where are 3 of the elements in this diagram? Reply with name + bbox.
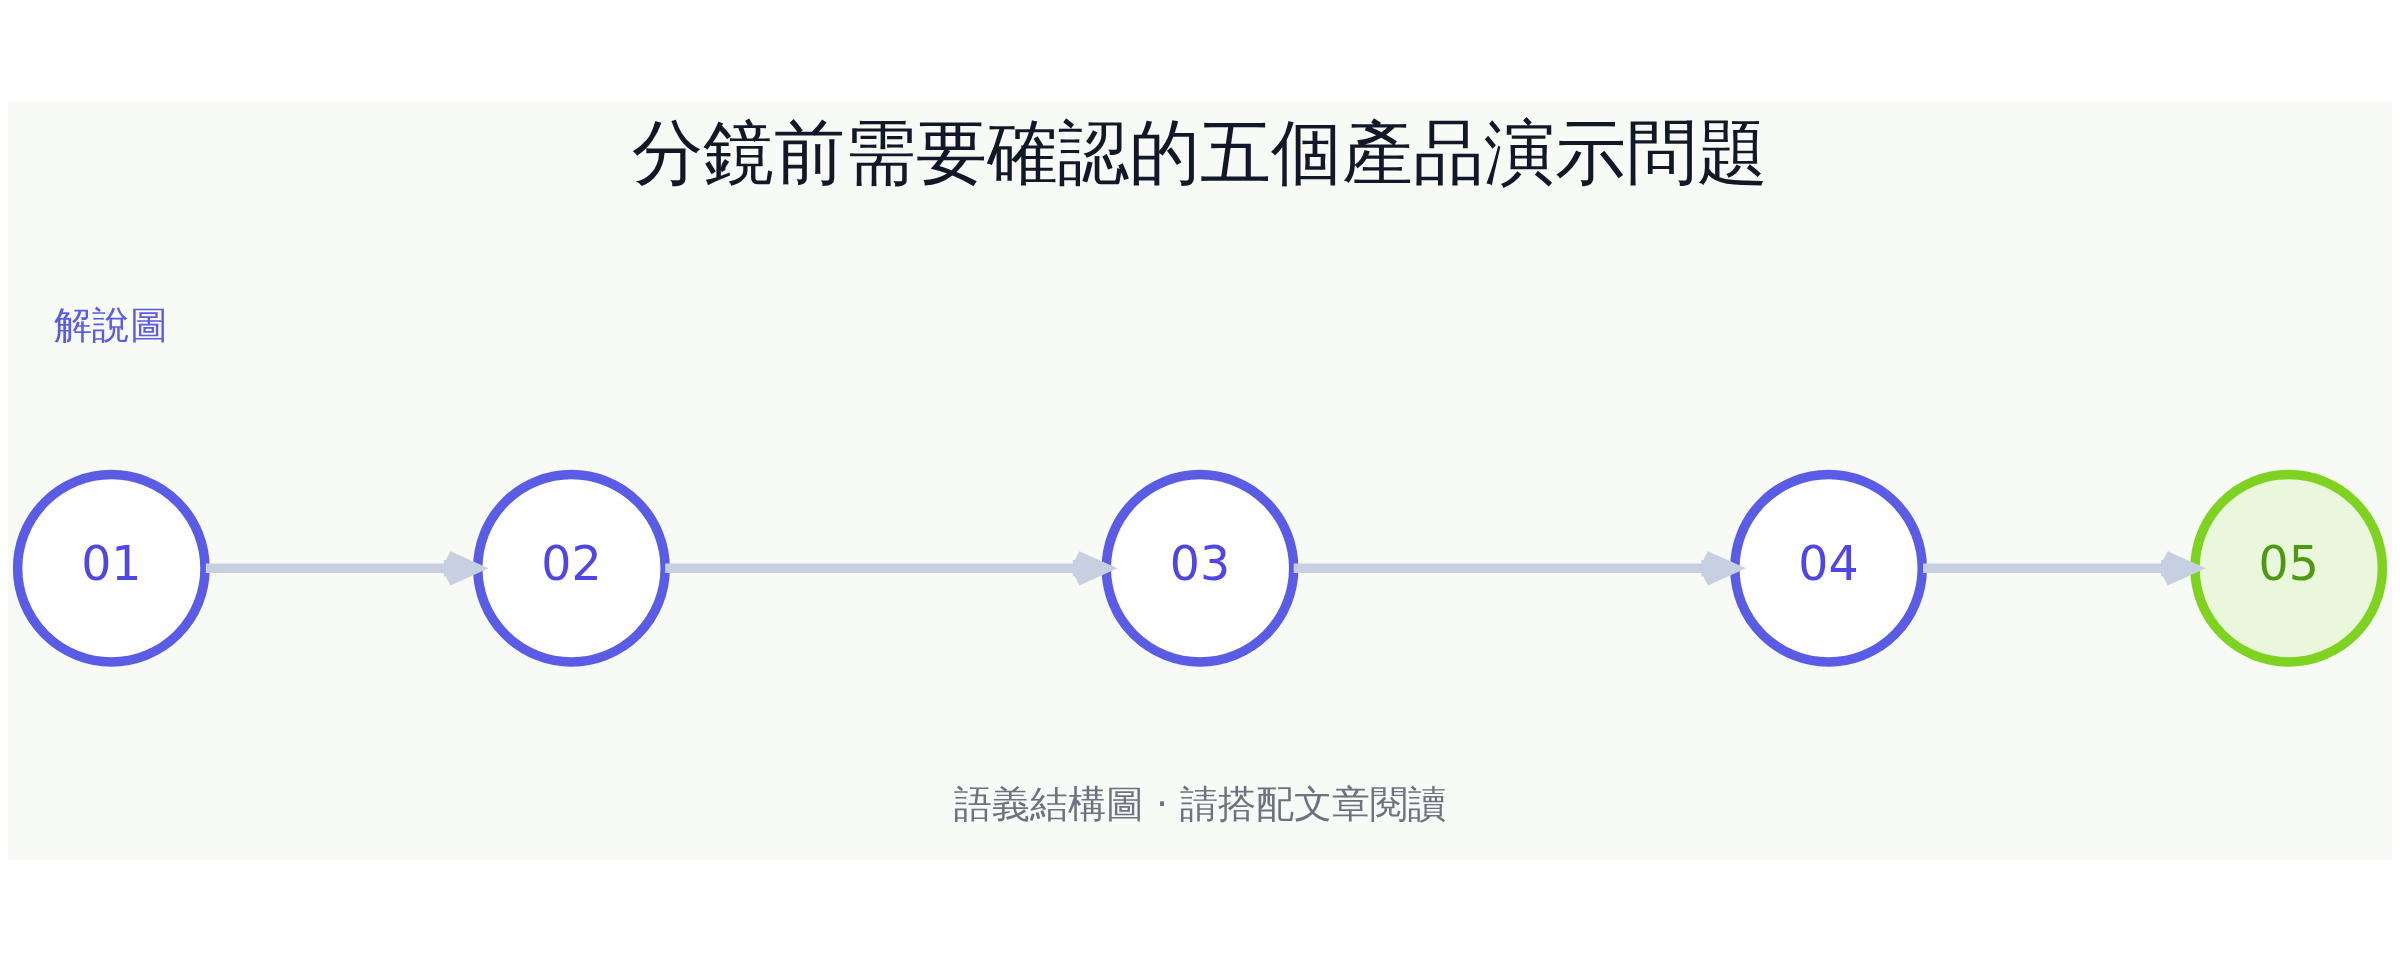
label: 解說圖 <box>54 302 169 347</box>
label: 語義結構圖 · 請搭配文章閱讀 <box>953 781 1447 826</box>
diagram-title: 分鏡前需要確認的五個產品演示問題 <box>632 110 1768 194</box>
